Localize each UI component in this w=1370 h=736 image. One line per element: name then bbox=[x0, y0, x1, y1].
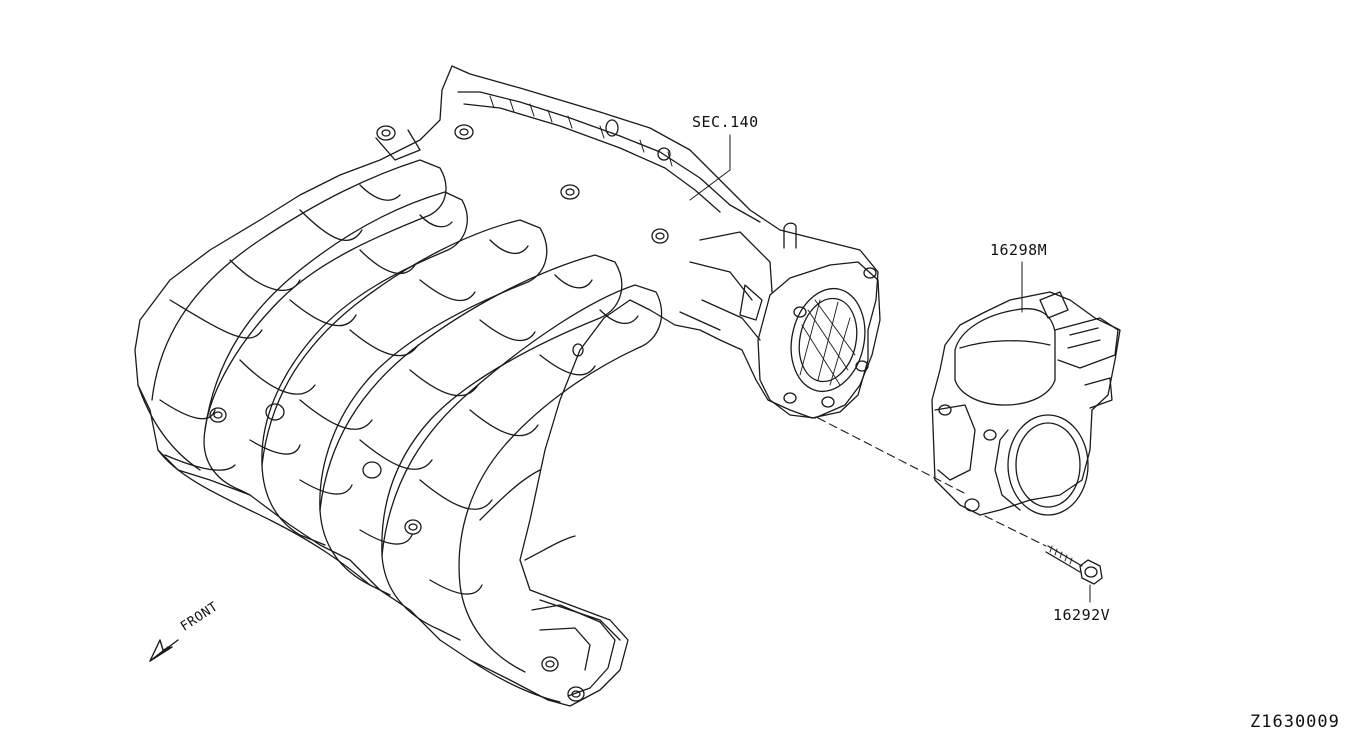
runner-3 bbox=[261, 219, 548, 596]
bolt-part-label: 16292V bbox=[1053, 606, 1111, 624]
bolt-16292v bbox=[1045, 545, 1103, 585]
runner-3-band bbox=[299, 239, 529, 495]
assembly-lines bbox=[817, 417, 1047, 547]
manifold-outline bbox=[134, 65, 879, 707]
arrow-down-left-icon bbox=[149, 639, 179, 662]
runner-5-band bbox=[419, 309, 639, 595]
flange-bolts bbox=[209, 228, 669, 702]
runner-1-band bbox=[159, 184, 401, 471]
lower-rail bbox=[137, 384, 561, 703]
drawing-code-label: Z1630009 bbox=[1250, 712, 1340, 732]
runner-divider bbox=[479, 469, 621, 641]
runner-1 bbox=[151, 159, 447, 496]
bottom-bracket bbox=[531, 604, 616, 697]
throttle-chamber bbox=[931, 291, 1121, 516]
throttle-chamber-part-label: 16298M bbox=[990, 241, 1048, 259]
bolt-boss-top bbox=[375, 119, 671, 200]
plenum-ribs bbox=[489, 95, 673, 167]
leader-lines bbox=[689, 134, 1091, 603]
runner-4-band bbox=[359, 274, 593, 545]
section-reference-label: SEC.140 bbox=[692, 113, 759, 131]
flange-holes bbox=[265, 403, 382, 479]
runner-5 bbox=[381, 284, 663, 673]
plenum-rim bbox=[457, 91, 761, 223]
plenum-rim-inner bbox=[463, 103, 721, 213]
manifold-throttle-flange bbox=[679, 222, 881, 419]
intake-manifold bbox=[134, 65, 879, 707]
